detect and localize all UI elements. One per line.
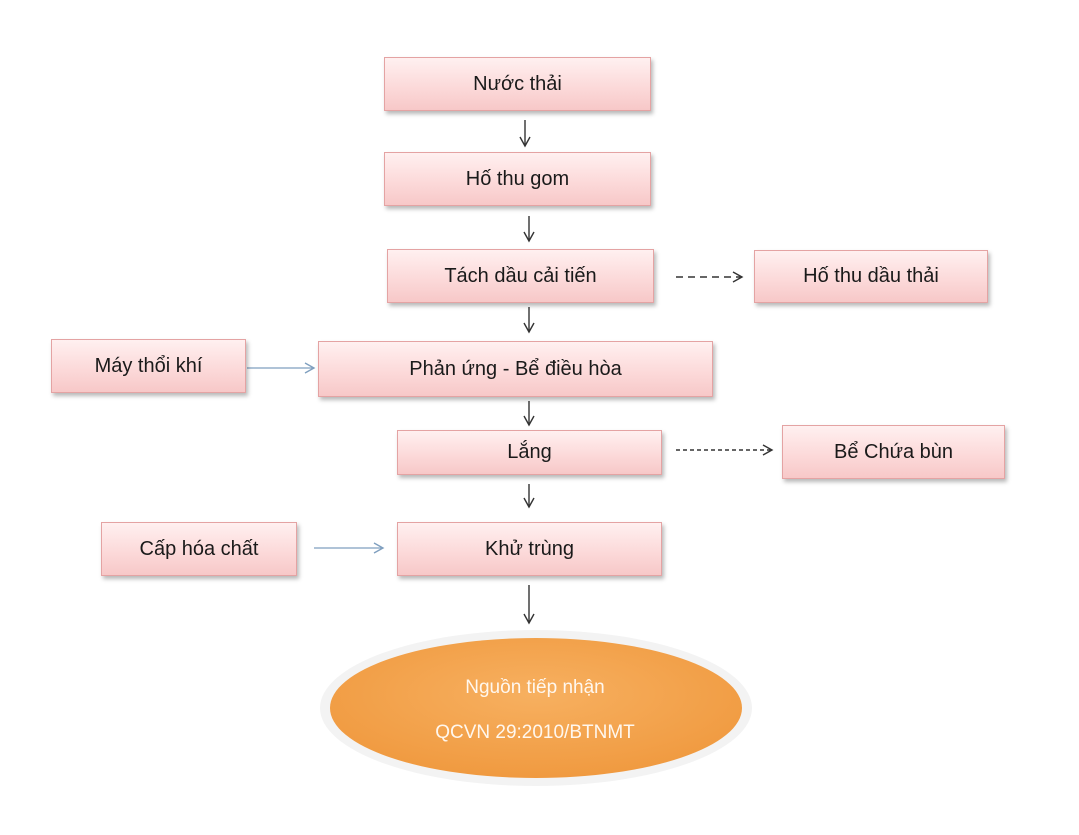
node-phan-ung-label: Phản ứng - Bể điều hòa bbox=[409, 357, 622, 380]
node-nuoc-thai-label: Nước thải bbox=[473, 72, 562, 95]
node-khu-trung-label: Khử trùng bbox=[485, 537, 574, 560]
node-lang-label: Lắng bbox=[507, 441, 552, 463]
node-ho-thu-dau-thai-label: Hố thu dầu thải bbox=[803, 265, 939, 287]
output-line-1: Nguồn tiếp nhận bbox=[465, 677, 605, 698]
node-be-chua-bun-label: Bể Chứa bùn bbox=[833, 440, 954, 463]
node-may-thoi-khi-label: Máy thổi khí bbox=[94, 354, 203, 377]
node-khu-trung: Khử trùng bbox=[397, 522, 662, 576]
node-tach-dau-label: Tách dầu cải tiến bbox=[444, 264, 597, 287]
node-cap-hoa-chat: Cấp hóa chất bbox=[101, 522, 297, 576]
node-tach-dau: Tách dầu cải tiến bbox=[387, 249, 654, 303]
node-be-chua-bun: Bể Chứa bùn bbox=[782, 425, 1005, 479]
node-cap-hoa-chat-label: Cấp hóa chất bbox=[139, 537, 259, 560]
output-line-2: QCVN 29:2010/BTNMT bbox=[435, 722, 635, 743]
node-ho-thu-gom-label: Hố thu gom bbox=[465, 167, 570, 190]
node-phan-ung: Phản ứng - Bể điều hòa bbox=[318, 341, 713, 397]
node-lang: Lắng bbox=[397, 430, 662, 475]
node-ho-thu-gom: Hố thu gom bbox=[384, 152, 651, 206]
node-nuoc-thai: Nước thải bbox=[384, 57, 651, 111]
node-may-thoi-khi: Máy thổi khí bbox=[51, 339, 246, 393]
node-ho-thu-dau-thai: Hố thu dầu thải bbox=[754, 250, 988, 303]
